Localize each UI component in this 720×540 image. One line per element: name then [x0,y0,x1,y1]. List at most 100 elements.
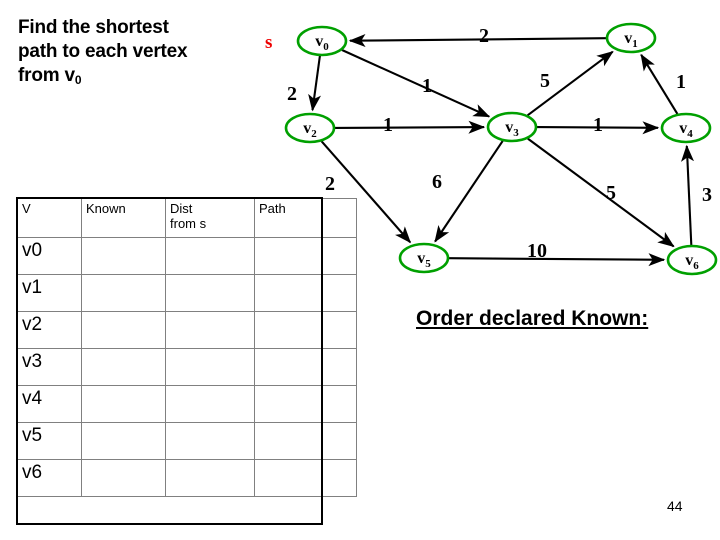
column-header-dist: Dist from s [165,198,255,238]
cell-known[interactable] [81,311,166,349]
order-declared-known-heading: Order declared Known: [416,307,649,330]
cell-vertex: v0 [17,237,82,275]
edge-weight-v2-v5: 2 [325,173,335,195]
table-row: v3 [17,348,357,386]
node-label-base: v [417,250,425,267]
cell-known[interactable] [81,237,166,275]
column-header-vertex: V [17,198,82,238]
title-line-3: from v [18,65,75,86]
edge-weight-v2-v3: 1 [383,114,393,136]
node-label-base: v [505,119,513,136]
table-header-row: V Known Dist from s Path [17,198,357,238]
column-header-dist-line2: from s [170,216,207,231]
edge-weight-v3-v4: 1 [593,114,603,136]
cell-vertex: v1 [17,274,82,312]
graph-node-label-v3: v3 [505,119,519,139]
node-label-base: v [303,120,311,137]
edge-weight-v0-v3: 1 [422,75,432,97]
source-marker-label: s [265,32,272,53]
table-header: V Known Dist from s Path [17,198,357,238]
graph-node-label-v1: v1 [624,30,638,50]
graph-edge-layer [308,34,695,267]
cell-path[interactable] [254,311,357,349]
node-label-subscript: 5 [425,258,431,270]
title-subscript: 0 [74,73,82,87]
cell-known[interactable] [81,274,166,312]
edge-weight-v3-v6: 5 [606,182,616,204]
edge-weight-v5-v6: 10 [527,240,547,262]
cell-dist[interactable] [165,237,255,275]
graph-node-v0[interactable] [296,25,348,57]
graph-edge-v0-v2 [308,55,322,112]
cell-vertex: v3 [17,348,82,386]
graph-node-label-v4: v4 [679,120,693,140]
cell-known[interactable] [81,459,166,497]
page-title: Find the shortest path to each vertex fr… [18,16,258,88]
graph-node-v6[interactable] [666,244,718,276]
cell-path[interactable] [254,459,357,497]
cell-dist[interactable] [165,348,255,386]
column-header-known: Known [81,198,166,238]
table-row: v5 [17,422,357,460]
graph-edge-v6-v4 [681,144,695,246]
cell-dist[interactable] [165,274,255,312]
page-number: 44 [667,498,683,514]
node-label-subscript: 1 [632,38,638,50]
node-label-subscript: 0 [323,41,329,53]
graph-edge-v4-v1 [640,53,679,115]
title-line-1: Find the shortest [18,17,169,38]
node-label-subscript: 4 [687,128,693,140]
cell-vertex: v4 [17,385,82,423]
column-header-path: Path [254,198,357,238]
cell-path[interactable] [254,348,357,386]
cell-known[interactable] [81,385,166,423]
graph-node-label-v5: v5 [417,250,431,270]
cell-known[interactable] [81,422,166,460]
edge-weight-v0-v2: 2 [287,83,297,105]
cell-vertex: v5 [17,422,82,460]
edge-weight-v3-v5: 6 [432,171,442,193]
node-label-base: v [679,120,687,137]
node-label-subscript: 3 [513,127,519,139]
graph-edge-v3-v4 [536,121,660,135]
graph-edge-v3-v1 [526,50,614,117]
table-row: v2 [17,311,357,349]
cell-dist[interactable] [165,311,255,349]
cell-dist[interactable] [165,422,255,460]
graph-edge-v3-v5 [434,140,504,243]
cell-path[interactable] [254,385,357,423]
cell-path[interactable] [254,422,357,460]
graph-node-label-v0: v0 [315,33,329,53]
edge-weight-v3-v1: 5 [540,70,550,92]
cell-vertex: v2 [17,311,82,349]
cell-dist[interactable] [165,459,255,497]
graph-node-label-v2: v2 [303,120,317,140]
cell-known[interactable] [81,348,166,386]
graph-node-v3[interactable] [486,111,538,143]
table-row: v4 [17,385,357,423]
edge-weight-v6-v4: 3 [702,184,712,206]
graph-node-v5[interactable] [398,242,450,274]
node-label-base: v [315,33,323,50]
graph-edge-v5-v6 [448,253,666,267]
cell-path[interactable] [254,237,357,275]
graph-edge-v0-v3 [341,49,491,118]
graph-node-v2[interactable] [284,112,336,144]
cell-dist[interactable] [165,385,255,423]
cell-path[interactable] [254,274,357,312]
node-label-base: v [624,30,632,47]
edge-weight-v1-v0: 2 [479,25,489,47]
graph-node-v1[interactable] [605,22,657,54]
column-header-dist-line1: Dist [170,201,193,216]
edge-weight-v4-v1: 1 [676,71,686,93]
title-line-2: path to each vertex [18,41,188,62]
graph-edge-v2-v5 [320,140,412,244]
table-row: v0 [17,237,357,275]
cell-vertex: v6 [17,459,82,497]
graph-node-v4[interactable] [660,112,712,144]
